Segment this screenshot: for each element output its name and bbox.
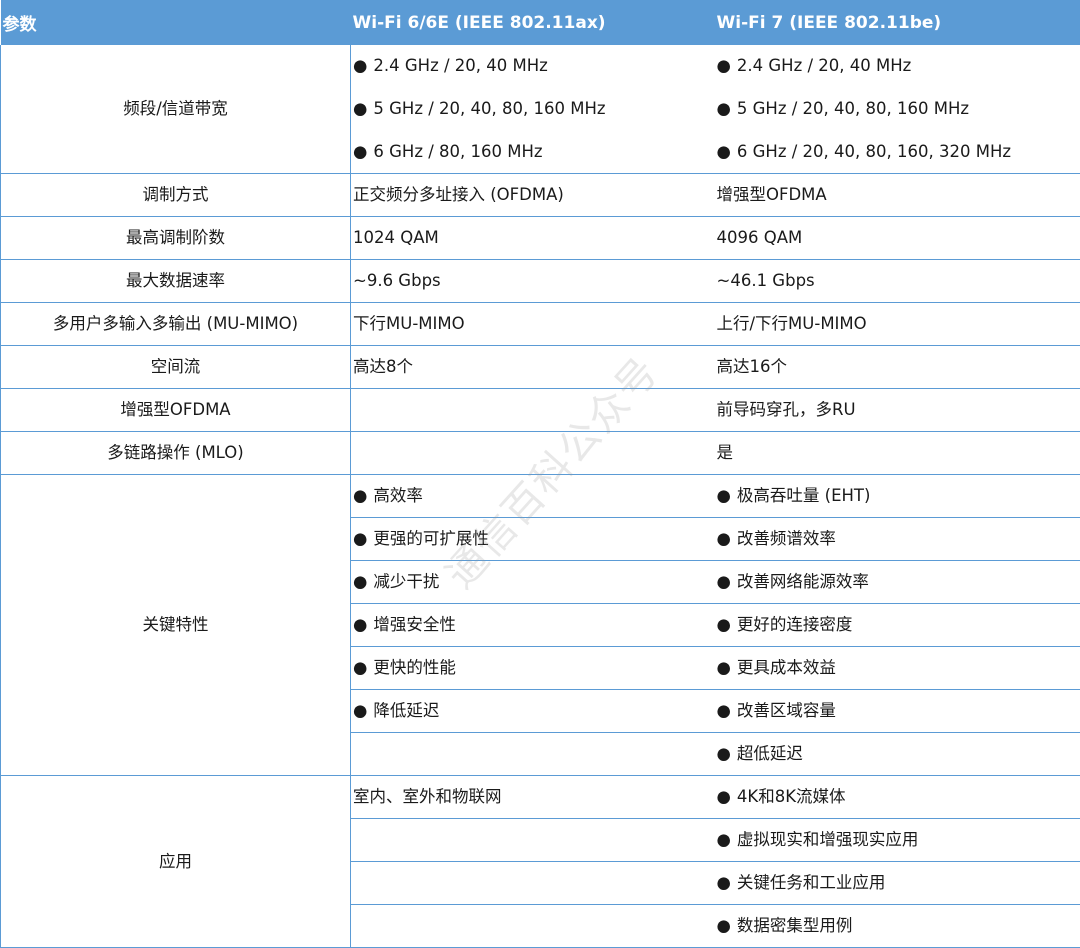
cell-value: 高达16个 [715,346,1080,389]
list-item: ●更具成本效益 [715,647,1080,690]
param-band: 频段/信道带宽 [1,45,351,174]
param-mu-mimo: 多用户多输入多输出 (MU-MIMO) [1,303,351,346]
empty-cell [351,733,715,776]
header-wifi7: Wi-Fi 7 (IEEE 802.11be) [715,1,1080,45]
cell-value: 高达8个 [351,346,715,389]
empty-cell [351,862,715,905]
cell-value: 下行MU-MIMO [351,303,715,346]
list-item: ●更快的性能 [351,647,715,690]
header-wifi6: Wi-Fi 6/6E (IEEE 802.11ax) [351,1,715,45]
list-item: ●2.4 GHz / 20, 40 MHz [351,45,715,88]
list-item: ●4K和8K流媒体 [715,776,1080,819]
cell-value [351,389,715,432]
cell-value: 正交频分多址接入 (OFDMA) [351,174,715,217]
list-item: ●更好的连接密度 [715,604,1080,647]
cell-value: ~9.6 Gbps [351,260,715,303]
list-item: ●6 GHz / 20, 40, 80, 160, 320 MHz [715,131,1080,174]
list-item: ●数据密集型用例 [715,905,1080,948]
table-row: 空间流 高达8个 高达16个 [1,346,1080,389]
empty-cell [351,819,715,862]
list-item: ●高效率 [351,475,715,518]
cell-value: 增强型OFDMA [715,174,1080,217]
list-item: ●虚拟现实和增强现实应用 [715,819,1080,862]
list-item: ●5 GHz / 20, 40, 80, 160 MHz [715,88,1080,131]
param-modulation: 调制方式 [1,174,351,217]
cell-value: 1024 QAM [351,217,715,260]
param-mlo: 多链路操作 (MLO) [1,432,351,475]
table-row: 多链路操作 (MLO) 是 [1,432,1080,475]
table-row: 多用户多输入多输出 (MU-MIMO) 下行MU-MIMO 上行/下行MU-MI… [1,303,1080,346]
table-row: 关键特性 ●高效率 ●极高吞吐量 (EHT) [1,475,1080,518]
list-item: ●改善频谱效率 [715,518,1080,561]
list-item: ●改善网络能源效率 [715,561,1080,604]
param-applications: 应用 [1,776,351,948]
cell-value: 室内、室外和物联网 [351,776,715,819]
cell-value: 是 [715,432,1080,475]
list-item: ●降低延迟 [351,690,715,733]
table-row: 应用 室内、室外和物联网 ●4K和8K流媒体 [1,776,1080,819]
list-item: ●关键任务和工业应用 [715,862,1080,905]
list-item: ●减少干扰 [351,561,715,604]
table-row: 最高调制阶数 1024 QAM 4096 QAM [1,217,1080,260]
table-row: 频段/信道带宽 ●2.4 GHz / 20, 40 MHz ●2.4 GHz /… [1,45,1080,88]
table-header-row: 参数 Wi-Fi 6/6E (IEEE 802.11ax) Wi-Fi 7 (I… [1,1,1080,45]
cell-value: 4096 QAM [715,217,1080,260]
cell-value: 上行/下行MU-MIMO [715,303,1080,346]
list-item: ●更强的可扩展性 [351,518,715,561]
list-item: ●改善区域容量 [715,690,1080,733]
list-item: ●2.4 GHz / 20, 40 MHz [715,45,1080,88]
list-item: ●超低延迟 [715,733,1080,776]
param-spatial-streams: 空间流 [1,346,351,389]
list-item: ●5 GHz / 20, 40, 80, 160 MHz [351,88,715,131]
table-row: 增强型OFDMA 前导码穿孔，多RU [1,389,1080,432]
param-max-qam: 最高调制阶数 [1,217,351,260]
table-row: 调制方式 正交频分多址接入 (OFDMA) 增强型OFDMA [1,174,1080,217]
table-row: 最大数据速率 ~9.6 Gbps ~46.1 Gbps [1,260,1080,303]
list-item: ●极高吞吐量 (EHT) [715,475,1080,518]
cell-value: ~46.1 Gbps [715,260,1080,303]
empty-cell [351,905,715,948]
list-item: ●增强安全性 [351,604,715,647]
param-key-features: 关键特性 [1,475,351,776]
param-max-rate: 最大数据速率 [1,260,351,303]
param-enhanced-ofdma: 增强型OFDMA [1,389,351,432]
cell-value: 前导码穿孔，多RU [715,389,1080,432]
cell-value [351,432,715,475]
header-param: 参数 [1,1,351,45]
list-item: ●6 GHz / 80, 160 MHz [351,131,715,174]
